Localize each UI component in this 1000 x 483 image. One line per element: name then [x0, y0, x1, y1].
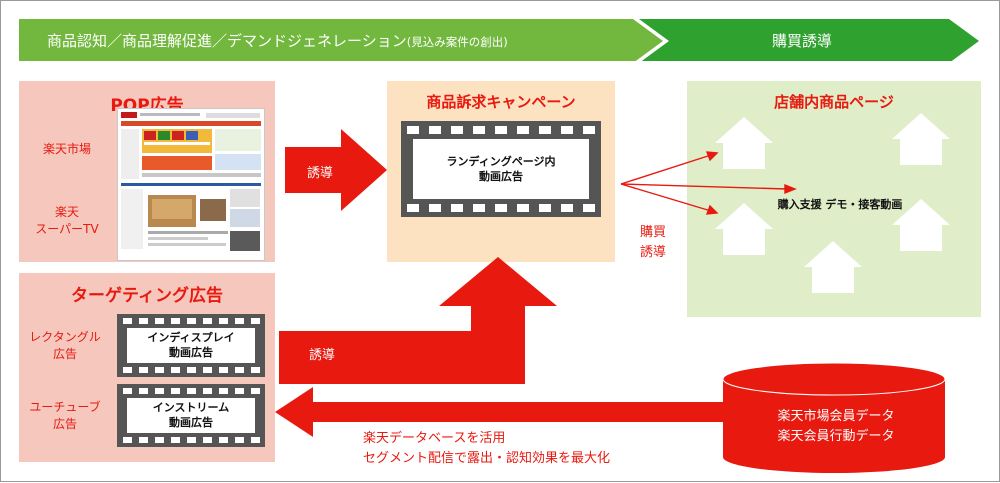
landing-film-line1: ランディングページ内: [446, 155, 556, 168]
rakuten-super-tv-line1: 楽天: [54, 205, 79, 219]
youtube-ad-line1: ユーチューブ: [29, 400, 101, 414]
stage-awareness-main: 商品認知／商品理解促進／デマンドジェネレーション: [47, 32, 407, 50]
rakuten-ichiba-label: 楽天市場: [42, 142, 91, 156]
targeting-ads-title: ターゲティング広告: [71, 286, 223, 306]
guide-arrow-bottom: [279, 257, 557, 384]
purchase-guide-line1: 購買: [639, 225, 666, 240]
database-line2: 楽天会員行動データ: [777, 429, 895, 444]
stage-awareness-sub: (見込み案件の創出): [406, 35, 508, 49]
database-icon: [722, 362, 946, 473]
house-icon: [715, 203, 773, 255]
purchase-guide-label: 購買 誘導: [629, 223, 677, 263]
indisplay-film-strip: インディスプレイ 動画広告: [117, 314, 265, 377]
film-strip-icon: [401, 121, 601, 217]
rakuten-super-tv-label: 楽天 スーパーTV: [27, 204, 107, 238]
stage-purchase-arrow: [639, 19, 979, 61]
instream-line2: 動画広告: [169, 416, 213, 429]
rakuten-super-tv-line2: スーパーTV: [35, 222, 99, 236]
house-icons: [715, 113, 950, 293]
guide-arrow-top: [285, 129, 387, 211]
data-return-arrow: [275, 387, 723, 437]
landing-film-line2: 動画広告: [479, 170, 523, 183]
instream-film-strip: インストリーム 動画広告: [117, 384, 265, 447]
database-line1: 楽天市場会員データ: [777, 409, 895, 424]
caption-line1: 楽天データベースを活用: [363, 431, 506, 446]
screenshot-thumbnail-image: [118, 109, 264, 260]
youtube-ad-line2: 広告: [52, 417, 77, 431]
indisplay-line2: 動画広告: [169, 346, 213, 359]
indisplay-line1: インディスプレイ: [147, 331, 235, 344]
database-text: 楽天市場会員データ 楽天会員行動データ: [741, 407, 931, 447]
house-icon: [715, 117, 773, 169]
film-strip-icon: [117, 314, 265, 377]
stage-purchase-label: 購買誘導: [772, 32, 833, 50]
pop-ad-screenshot: [117, 108, 265, 261]
rectangle-ad-line1: レクタングル: [29, 330, 101, 344]
store-center-text: 購入支援 デモ・接客動画: [777, 198, 903, 211]
pop-ads-panel: POP広告 楽天市場 楽天 スーパーTV: [19, 81, 275, 262]
targeting-ads-panel: ターゲティング広告 レクタングル 広告 ユーチューブ 広告 インディスプレイ 動…: [19, 273, 275, 462]
guide-bottom-label: 誘導: [309, 348, 336, 363]
house-icon: [892, 113, 950, 165]
store-page-panel: 店舗内商品ページ 購入支援 デモ・接客動画: [687, 81, 981, 317]
indisplay-film-text: インディスプレイ 動画広告: [117, 330, 265, 360]
stage-arrows: [19, 19, 979, 61]
instream-film-text: インストリーム 動画広告: [117, 400, 265, 430]
caption-line2: セグメント配信で露出・認知効果を最大化: [363, 451, 611, 466]
campaign-panel: 商品訴求キャンペーン ランディングページ内 動画広告: [387, 81, 615, 262]
store-page-title: 店舗内商品ページ: [774, 93, 894, 111]
purchase-guide-line2: 誘導: [639, 245, 666, 260]
rectangle-ad-line2: 広告: [52, 347, 77, 361]
film-strip-icon: [117, 384, 265, 447]
guide-top-label: 誘導: [307, 166, 334, 181]
campaign-title: 商品訴求キャンペーン: [426, 93, 576, 111]
landing-film-strip: ランディングページ内 動画広告: [401, 121, 601, 217]
stage-awareness-arrow: [19, 19, 663, 61]
house-icon: [804, 241, 862, 293]
instream-line1: インストリーム: [152, 401, 230, 414]
house-icon: [892, 199, 950, 251]
youtube-ad-label: ユーチューブ 広告: [25, 399, 105, 433]
landing-film-text: ランディングページ内 動画広告: [401, 154, 601, 184]
rectangle-ad-label: レクタングル 広告: [25, 329, 105, 363]
stage-bar: 商品認知／商品理解促進／デマンドジェネレーション(見込み案件の創出) 購買誘導: [1, 1, 1000, 61]
data-caption: 楽天データベースを活用 セグメント配信で露出・認知効果を最大化: [363, 429, 610, 469]
stage-awareness-label: 商品認知／商品理解促進／デマンドジェネレーション(見込み案件の創出): [47, 32, 508, 51]
